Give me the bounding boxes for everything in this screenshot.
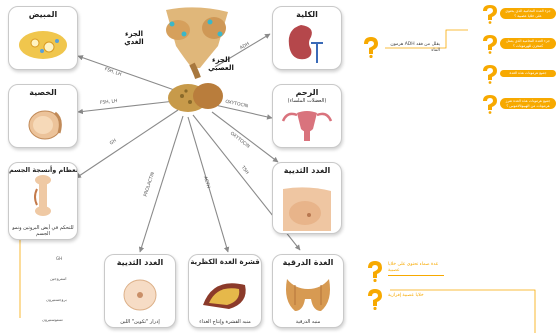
posterior-lobe-label: الجزء العصبي xyxy=(204,56,238,72)
question-1-text: جزء الغدة النخامية الذي يحتوي على خلايا … xyxy=(500,8,556,19)
thyroid-caption: منبه الدرقية xyxy=(273,319,343,325)
mammary-caption: إدرار "تكوين" اللبن xyxy=(105,319,175,325)
bones-caption: للتحكم في أيض البروتين ونمو الجسم xyxy=(9,225,77,237)
thyroid-title: الغدة الدرقية xyxy=(273,258,343,267)
card-kidney: الكلية xyxy=(272,6,342,70)
question-mark-icon xyxy=(480,94,500,114)
testis-title: الخصية xyxy=(9,88,77,97)
card-testis: الخصية xyxy=(8,84,78,148)
legend-item: تستوستيرون xyxy=(42,317,63,322)
question-4-text: جميع هرمونات هذه الغدة تفرز هرمونات من ا… xyxy=(500,98,556,109)
question-mark-icon xyxy=(364,288,386,310)
card-mammary: الغدد الثديية إدرار "تكوين" اللبن xyxy=(104,254,176,328)
legend-item: استروجين xyxy=(50,276,67,281)
bones-title: العظام وأنسجة الجسم xyxy=(9,166,77,174)
question-mark-icon xyxy=(364,260,386,282)
anterior-lobe-label: الجزء الغدي xyxy=(117,30,151,46)
question-3-text: جميع هرمونات هذه الغدة xyxy=(500,70,556,77)
adrenal-caption: منبه القشرة وإنتاج الغذاء xyxy=(189,319,261,325)
card-ovary: المبيض xyxy=(8,6,78,70)
bottom-note-1-text: غدة صماء تحتوي على خلايا عصبية xyxy=(388,262,448,273)
mammary-title: الغدد الثديية xyxy=(105,258,175,267)
legend-item: بروجستيرون xyxy=(46,297,67,302)
question-mark-icon xyxy=(480,4,500,24)
question-mark-icon xyxy=(480,34,500,54)
card-adrenal: قشرة الغدة الكظرية منبه القشرة وإنتاج ال… xyxy=(188,254,262,328)
bottom-note-2-text: خلايا عصبية إفرازية xyxy=(388,293,448,299)
ovary-title: المبيض xyxy=(9,10,77,19)
legend-item: GH xyxy=(56,256,62,261)
card-uterus: الرحم (العضلات الملساء) xyxy=(272,84,342,148)
card-breast: الغدد الثديية xyxy=(272,162,342,234)
question-2-text: جزء الغدة النخامية الذي يعمل كمخزن للهرم… xyxy=(500,38,556,49)
uterus-title: الرحم xyxy=(273,88,341,97)
adh-note: هرمون ADH يقلل من فقد الماء xyxy=(384,42,440,53)
kidney-title: الكلية xyxy=(273,10,341,19)
arrow-to-breast xyxy=(212,112,278,162)
divider xyxy=(388,275,444,276)
adrenal-title: قشرة الغدة الكظرية xyxy=(189,258,261,266)
uterus-subtitle: (العضلات الملساء) xyxy=(273,98,341,104)
arrow-to-bones xyxy=(76,110,178,178)
card-bones: العظام وأنسجة الجسم للتحكم في أيض البروت… xyxy=(8,162,78,240)
question-mark-icon xyxy=(480,64,500,84)
adh-question-icon xyxy=(360,36,382,62)
breast-title: الغدد الثديية xyxy=(273,166,341,175)
card-thyroid: الغدة الدرقية منبه الدرقية xyxy=(272,254,344,328)
question-mark-icon xyxy=(360,36,382,58)
